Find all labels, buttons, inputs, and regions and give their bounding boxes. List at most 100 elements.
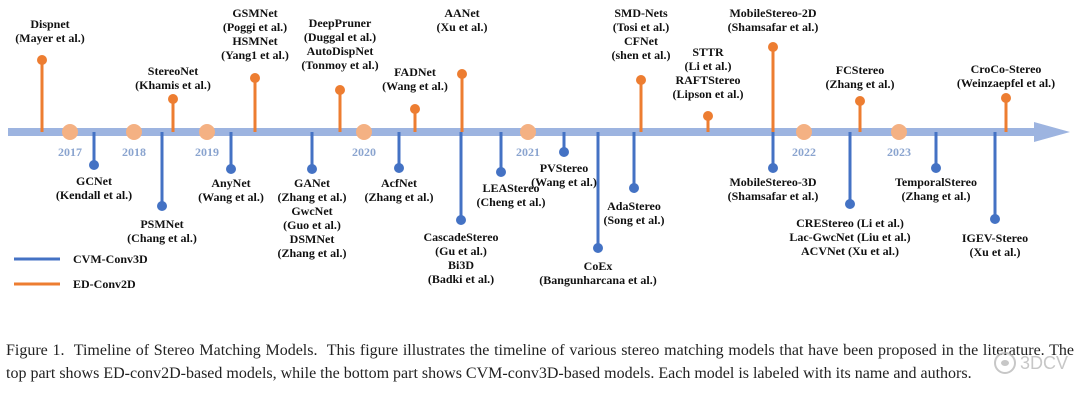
label-mobilestereo-2d-1: (Shamsafar et al.) [728, 20, 819, 34]
year-marker-2021 [520, 124, 536, 140]
label-stereonet-1: (Khamis et al.) [135, 78, 211, 92]
dot-ganet [307, 164, 317, 174]
label-dispnet-1: (Mayer et al.) [15, 31, 84, 45]
label-smd-nets-3: (shen et al.) [612, 48, 671, 62]
dot-dispnet [37, 55, 47, 65]
dot-deeppruner [335, 85, 345, 95]
dot-gcnet [89, 160, 99, 170]
label-coex-1: (Bangunharcana et al.) [539, 273, 656, 287]
label-pvstereo-1: (Wang et al.) [531, 175, 597, 189]
year-label-2020: 2020 [352, 145, 376, 159]
label-ganet-2: GwcNet [291, 204, 332, 218]
legend-label-0: CVM-Conv3D [73, 252, 148, 266]
label-crestereo-0: CREStereo (Li et al.) [796, 216, 904, 230]
label-ganet-5: (Zhang et al.) [278, 246, 347, 260]
dot-aanet [457, 69, 467, 79]
label-gcnet-1: (Kendall et al.) [56, 188, 132, 202]
label-cascadestereo-0: CascadeStereo [423, 230, 498, 244]
year-label-2021: 2021 [516, 145, 540, 159]
dot-adastereo [629, 183, 639, 193]
year-marker-2023 [891, 124, 907, 140]
dot-leastereo [496, 167, 506, 177]
label-cascadestereo-2: Bi3D [448, 258, 474, 272]
year-marker-2017 [62, 124, 78, 140]
label-ganet-3: (Guo et al.) [283, 218, 341, 232]
label-deeppruner-0: DeepPruner [309, 16, 372, 30]
dot-gsmnet [250, 73, 260, 83]
label-igev-stereo-1: (Xu et al.) [970, 245, 1021, 259]
dot-crestereo [845, 199, 855, 209]
label-igev-stereo-0: IGEV-Stereo [962, 231, 1028, 245]
year-label-2023: 2023 [887, 145, 911, 159]
timeline-arrowhead [1034, 122, 1070, 142]
year-marker-2018 [126, 124, 142, 140]
year-marker-2022 [796, 124, 812, 140]
label-gsmnet-1: (Poggi et al.) [223, 20, 287, 34]
dot-fadnet [410, 104, 420, 114]
label-deeppruner-1: (Duggal et al.) [304, 30, 376, 44]
label-sttr-3: (Lipson et al.) [672, 87, 743, 101]
label-psmnet-0: PSMNet [140, 217, 183, 231]
label-acfnet-0: AcfNet [381, 176, 417, 190]
watermark: 3DCV [993, 352, 1068, 374]
label-fcstereo-0: FCStereo [836, 63, 884, 77]
label-gsmnet-3: (Yang1 et al.) [221, 48, 289, 62]
label-dispnet-0: Dispnet [30, 17, 69, 31]
year-label-2017: 2017 [58, 145, 82, 159]
year-marker-2019 [199, 124, 215, 140]
label-ganet-0: GANet [294, 176, 330, 190]
label-adastereo-0: AdaStereo [607, 199, 661, 213]
label-temporalstereo-1: (Zhang et al.) [902, 189, 971, 203]
label-pvstereo-0: PVStereo [540, 161, 588, 175]
label-ganet-1: (Zhang et al.) [278, 190, 347, 204]
year-label-2018: 2018 [122, 145, 146, 159]
year-label-2019: 2019 [195, 145, 219, 159]
label-sttr-1: (Li et al.) [685, 59, 732, 73]
label-cascadestereo-3: (Badki et al.) [428, 272, 494, 286]
label-sttr-2: RAFTStereo [675, 73, 740, 87]
legend-label-1: ED-Conv2D [73, 277, 136, 291]
dot-pvstereo [559, 147, 569, 157]
label-gsmnet-2: HSMNet [232, 34, 277, 48]
label-psmnet-1: (Chang et al.) [127, 231, 197, 245]
label-anynet-0: AnyNet [211, 176, 250, 190]
label-ganet-4: DSMNet [290, 232, 335, 246]
dot-stereonet [168, 94, 178, 104]
label-gcnet-0: GCNet [76, 174, 112, 188]
label-mobilestereo-3d-0: MobileStereo-3D [729, 175, 816, 189]
year-label-2022: 2022 [792, 145, 816, 159]
label-crestereo-2: ACVNet (Xu et al.) [801, 244, 899, 258]
label-aanet-0: AANet [444, 6, 479, 20]
label-acfnet-1: (Zhang et al.) [365, 190, 434, 204]
label-leastereo-1: (Cheng et al.) [477, 195, 546, 209]
label-gsmnet-0: GSMNet [232, 6, 277, 20]
label-sttr-0: STTR [692, 45, 724, 59]
label-cascadestereo-1: (Gu et al.) [435, 244, 487, 258]
dot-igev-stereo [990, 214, 1000, 224]
label-stereonet-0: StereoNet [148, 64, 198, 78]
timeline-svg: 2017 2018 2019 2020 2021 2022 2023 Dispnet(Maye… [8, 6, 1070, 291]
dot-smd-nets [636, 75, 646, 85]
dot-sttr [703, 111, 713, 121]
caption-figure-label: Figure 1. [6, 342, 65, 359]
label-croco-stereo-1: (Weinzaepfel et al.) [957, 76, 1055, 90]
wechat-icon [993, 352, 1016, 374]
figure-caption: Figure 1. Timeline of Stereo Matching Mo… [6, 339, 1074, 385]
label-coex-0: CoEx [584, 259, 613, 273]
label-deeppruner-3: (Tonmoy et al.) [301, 58, 378, 72]
caption-title: Timeline of Stereo Matching Models. [73, 342, 318, 359]
label-aanet-1: (Xu et al.) [437, 20, 488, 34]
timeline-diagram: 2017 2018 2019 2020 2021 2022 2023 Dispnet(Maye… [8, 6, 1070, 291]
label-deeppruner-2: AutoDispNet [307, 44, 374, 58]
dot-acfnet [394, 163, 404, 173]
label-temporalstereo-0: TemporalStereo [895, 175, 977, 189]
label-smd-nets-0: SMD-Nets [614, 6, 668, 20]
label-fadnet-0: FADNet [394, 65, 436, 79]
dot-cascadestereo [456, 215, 466, 225]
label-mobilestereo-3d-1: (Shamsafar et al.) [728, 189, 819, 203]
watermark-text: 3DCV [1019, 352, 1068, 373]
caption-body: This figure illustrates the timeline of … [6, 342, 1075, 382]
dot-temporalstereo [931, 163, 941, 173]
label-fadnet-1: (Wang et al.) [382, 79, 448, 93]
label-leastereo-0: LEAStereo [482, 181, 539, 195]
